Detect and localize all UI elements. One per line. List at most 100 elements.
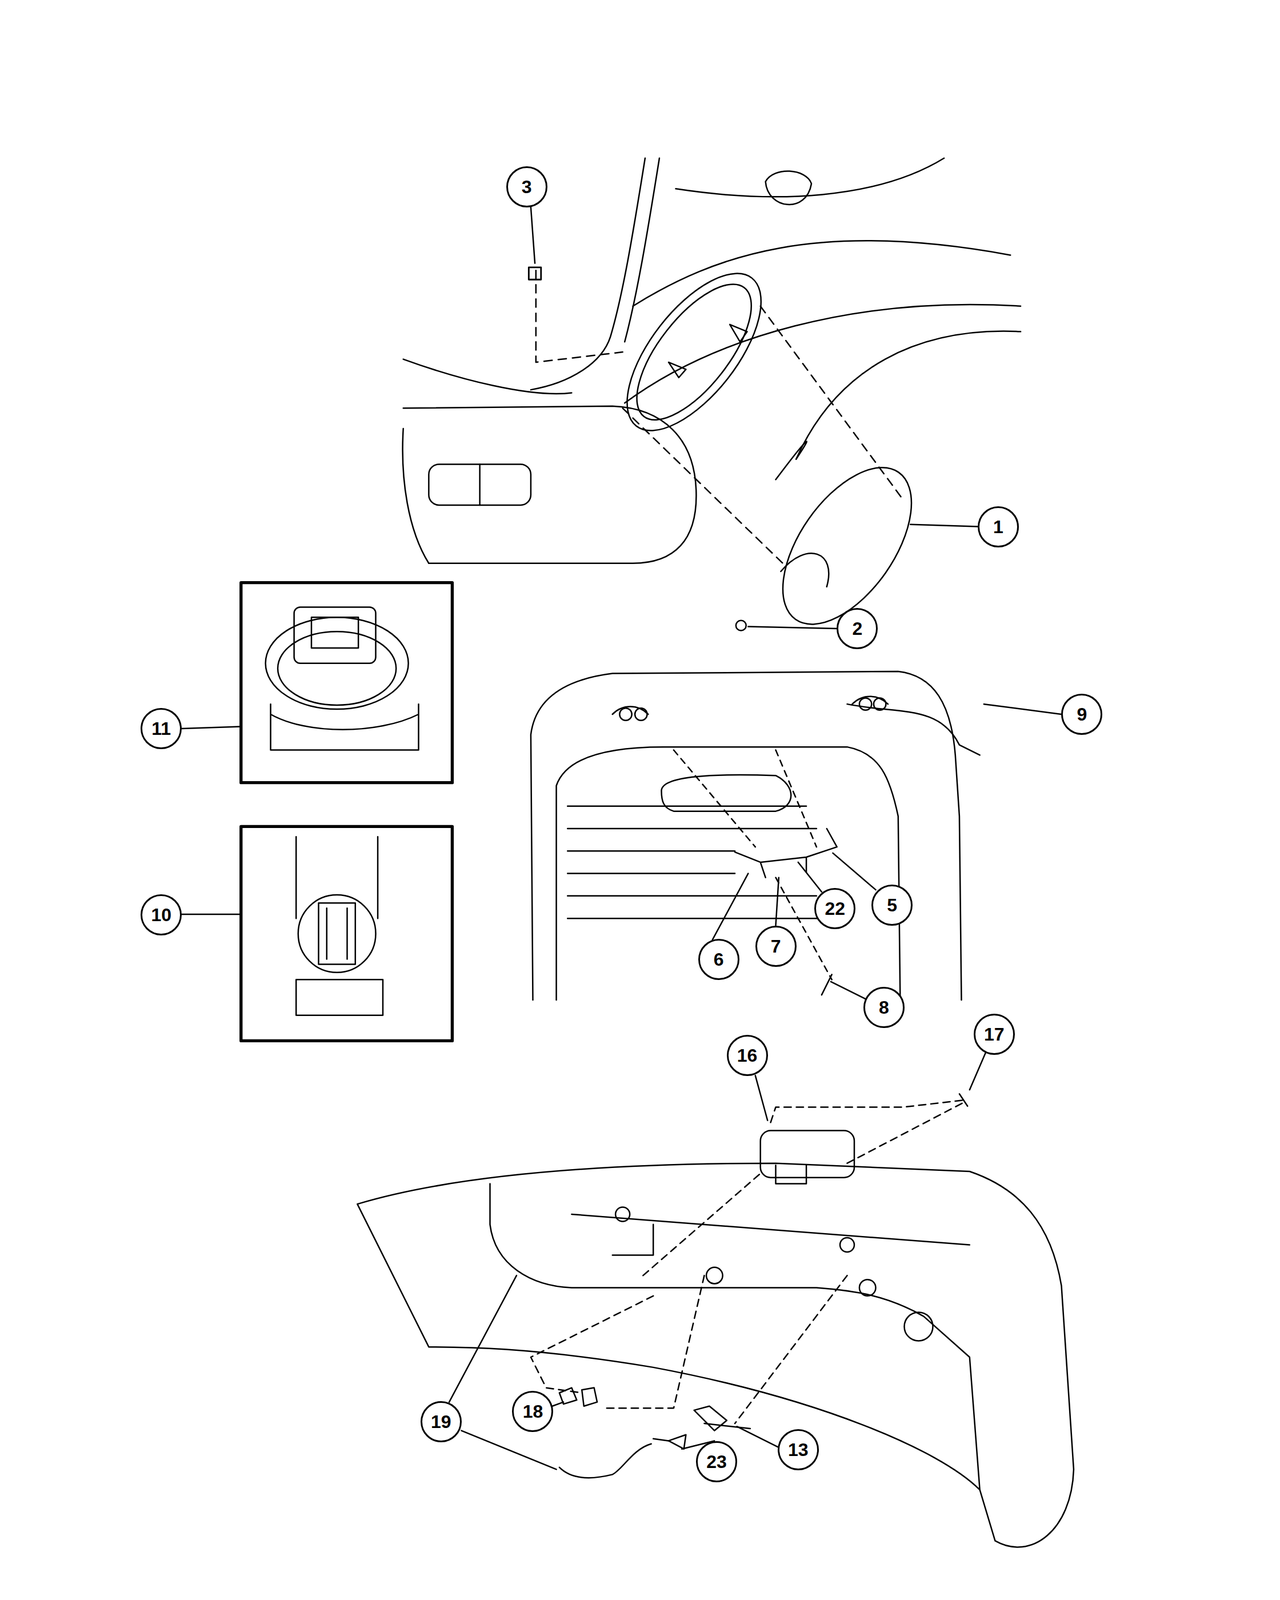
socket-detail xyxy=(296,979,383,1016)
rear-fascia xyxy=(840,1237,855,1252)
callout-number: 9 xyxy=(1061,693,1103,735)
liftgate xyxy=(619,708,632,720)
callout-text: 7 xyxy=(770,937,782,956)
callout-text: 19 xyxy=(430,1412,452,1431)
car-quarter xyxy=(403,359,572,394)
rear-fascia xyxy=(490,1183,980,1490)
inset-socket xyxy=(241,582,453,783)
socket-detail xyxy=(265,607,419,1016)
car-quarter xyxy=(668,324,748,378)
leader-line xyxy=(984,704,1062,715)
callout-number: 13 xyxy=(777,1429,819,1471)
liftgate xyxy=(734,828,838,878)
rear-fascia xyxy=(615,1207,630,1222)
callout-number: 17 xyxy=(973,1013,1015,1055)
callout-number: 7 xyxy=(755,925,797,967)
rear-fascia xyxy=(559,1388,598,1407)
liftgate xyxy=(530,671,980,1000)
callout-text: 8 xyxy=(878,998,890,1017)
car-quarter xyxy=(736,620,747,631)
liftgate xyxy=(556,746,901,1000)
rear-fascia xyxy=(530,1100,965,1424)
rear-fascia xyxy=(559,1438,669,1478)
car-quarter xyxy=(776,441,807,480)
liftgate xyxy=(873,697,886,710)
callout-text: 16 xyxy=(737,1046,758,1065)
callout-text: 2 xyxy=(852,619,863,638)
rear-fascia xyxy=(859,1279,876,1296)
rear-fascia xyxy=(357,1163,1074,1548)
liftgate xyxy=(634,708,647,720)
car-quarter xyxy=(624,158,660,342)
rear-fascia xyxy=(357,1093,1074,1547)
callout-number: 2 xyxy=(836,608,878,650)
leader-line xyxy=(776,877,779,926)
liftgate xyxy=(821,974,832,995)
leader-line xyxy=(461,1430,557,1470)
callout-number: 10 xyxy=(140,894,182,936)
callout-number: 8 xyxy=(863,986,905,1028)
leader-line xyxy=(833,853,876,890)
car-quarter xyxy=(402,428,430,564)
rear-fascia xyxy=(668,1434,686,1450)
callout-number: 11 xyxy=(140,708,182,750)
car-quarter xyxy=(428,464,531,506)
car-quarter xyxy=(403,406,697,564)
leader-line xyxy=(449,1275,517,1402)
callout-number: 16 xyxy=(726,1034,768,1076)
socket-detail xyxy=(270,704,419,750)
car-quarter xyxy=(528,267,541,280)
callout-number: 22 xyxy=(814,888,856,930)
leader-line xyxy=(755,1075,768,1121)
socket-detail xyxy=(296,836,378,919)
leader-line xyxy=(552,1402,564,1407)
socket-detail xyxy=(298,894,376,973)
car-quarter xyxy=(602,251,786,452)
leader-line xyxy=(910,524,978,527)
rear-fascia xyxy=(959,1093,968,1106)
leader-line xyxy=(530,207,535,264)
leader-line xyxy=(798,862,822,892)
car-quarter xyxy=(478,464,481,506)
callout-text: 9 xyxy=(1077,705,1088,724)
callout-text: 11 xyxy=(151,719,171,738)
rear-fascia xyxy=(571,1214,970,1255)
leader-line xyxy=(712,873,749,940)
leader-line xyxy=(737,1426,778,1447)
car-quarter xyxy=(780,553,829,587)
inset-socket xyxy=(241,826,453,1041)
car-quarter xyxy=(796,331,1021,460)
socket-detail xyxy=(294,607,376,664)
callout-text: 6 xyxy=(713,950,724,969)
callout-number: 1 xyxy=(977,506,1019,548)
socket-detail xyxy=(318,902,356,964)
liftgate xyxy=(859,697,872,710)
socket-detail xyxy=(311,617,359,648)
socket-detail xyxy=(277,631,396,706)
car-quarter xyxy=(536,270,904,567)
callout-number: 18 xyxy=(512,1390,554,1432)
car-quarter xyxy=(765,170,812,204)
callout-text: 13 xyxy=(788,1440,809,1459)
liftgate xyxy=(567,806,847,919)
rear-fascia xyxy=(694,1406,751,1431)
liftgate xyxy=(661,774,792,812)
callout-text: 22 xyxy=(824,899,846,918)
car-quarter xyxy=(402,158,1021,647)
inset-socket xyxy=(241,582,453,1042)
callout-number: 5 xyxy=(871,884,913,926)
liftgate xyxy=(612,696,980,756)
callout-number: 3 xyxy=(506,166,548,208)
rear-fascia xyxy=(706,1267,723,1284)
callout-text: 1 xyxy=(993,517,1004,536)
leader-line xyxy=(748,626,837,629)
socket-detail xyxy=(326,908,348,959)
rear-fascia xyxy=(904,1312,934,1341)
rear-fascia xyxy=(776,1165,807,1184)
leader-line xyxy=(181,913,242,916)
car-quarter xyxy=(624,304,1021,403)
leader-line xyxy=(830,981,866,999)
